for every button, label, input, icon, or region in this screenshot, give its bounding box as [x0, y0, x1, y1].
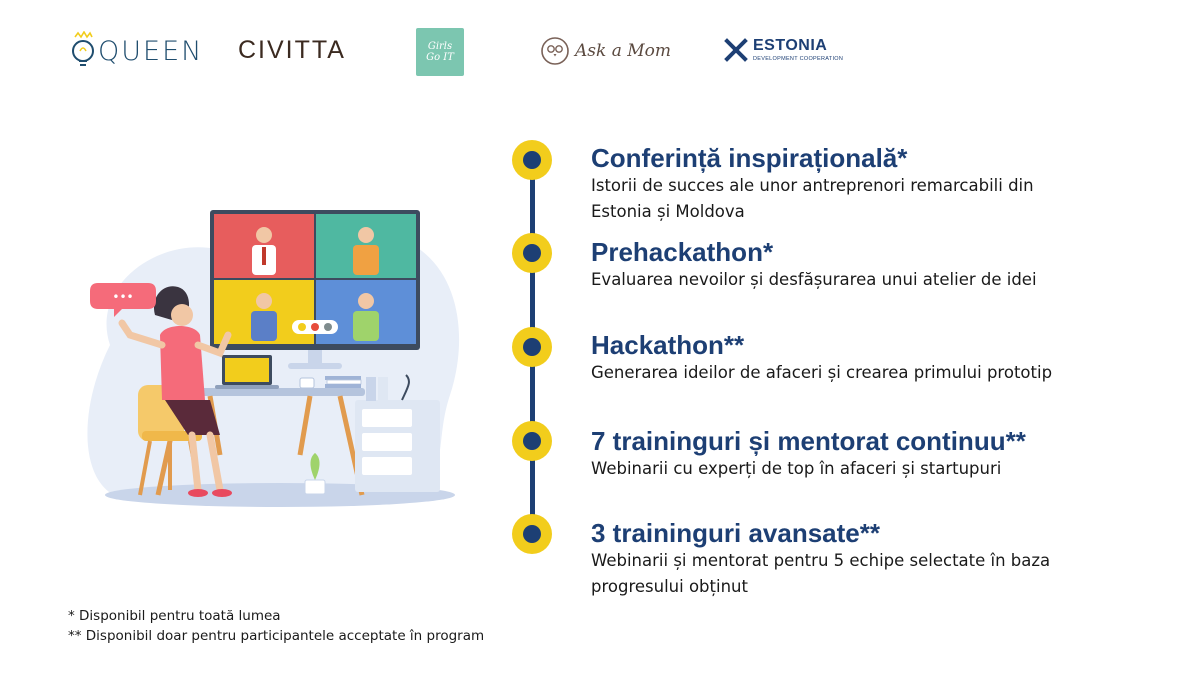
civitta-logo-text: CIVITTA — [238, 36, 346, 64]
step-title: Hackathon** — [591, 330, 745, 360]
speech-bubble-dots: ••• — [112, 290, 133, 304]
ask-a-mom-logo-text: Ask a Mom — [575, 41, 672, 61]
step-title: 7 traininguri și mentorat continuu** — [591, 426, 1026, 456]
queen-logo: QUEEN — [70, 28, 203, 74]
timeline-dot-4 — [512, 421, 552, 461]
step-description: Istorii de succes ale unor antreprenori … — [591, 176, 1034, 221]
estonia-logo-text: ESTONIA — [753, 37, 828, 54]
timeline-dot-3 — [512, 327, 552, 367]
timeline-dot-1 — [512, 140, 552, 180]
girls-go-it-line2: Go IT — [426, 52, 454, 63]
timeline-step-prehackathon: Prehackathon* Evaluarea nevoilor și desf… — [591, 237, 1111, 293]
step-description: Webinarii și mentorat pentru 5 echipe se… — [591, 551, 1051, 596]
ask-a-mom-logo: Ask a Mom — [540, 36, 671, 66]
timeline-dot-5 — [512, 514, 552, 554]
queen-logo-text: QUEEN — [98, 35, 204, 67]
owl-icon — [541, 37, 569, 65]
girls-go-it-logo: Girls Go IT — [416, 28, 464, 76]
step-description: Webinarii cu experți de top în afaceri ș… — [591, 459, 1002, 478]
civitta-logo: CIVITTA — [238, 36, 346, 65]
step-title: Prehackathon* — [591, 237, 774, 267]
step-description: Generarea ideilor de afaceri și crearea … — [591, 363, 1053, 382]
timeline-step-advanced-trainings: 3 traininguri avansate** Webinarii și me… — [591, 518, 1111, 600]
timeline-step-hackathon: Hackathon** Generarea ideilor de afaceri… — [591, 330, 1111, 386]
girls-go-it-line1: Girls — [427, 41, 453, 52]
step-title: 3 traininguri avansate** — [591, 518, 880, 548]
video-conference-illustration: ••• — [70, 195, 480, 515]
footnote-double-asterisk: ** Disponibil doar pentru participantele… — [68, 628, 485, 644]
footnote-single-asterisk: * Disponibil pentru toată lumea — [68, 608, 281, 624]
estonia-logo-subtext: DEVELOPMENT COOPERATION — [753, 56, 844, 62]
timeline-step-conference: Conferință inspirațională* Istorii de su… — [591, 143, 1111, 225]
lightbulb-icon — [72, 31, 94, 66]
estonia-mark-icon — [724, 38, 748, 62]
estonia-logo: ESTONIA DEVELOPMENT COOPERATION — [724, 38, 843, 62]
timeline-step-trainings: 7 traininguri și mentorat continuu** Web… — [591, 426, 1111, 482]
timeline-dot-2 — [512, 233, 552, 273]
step-description: Evaluarea nevoilor și desfășurarea unui … — [591, 270, 1037, 289]
step-title: Conferință inspirațională* — [591, 143, 908, 173]
